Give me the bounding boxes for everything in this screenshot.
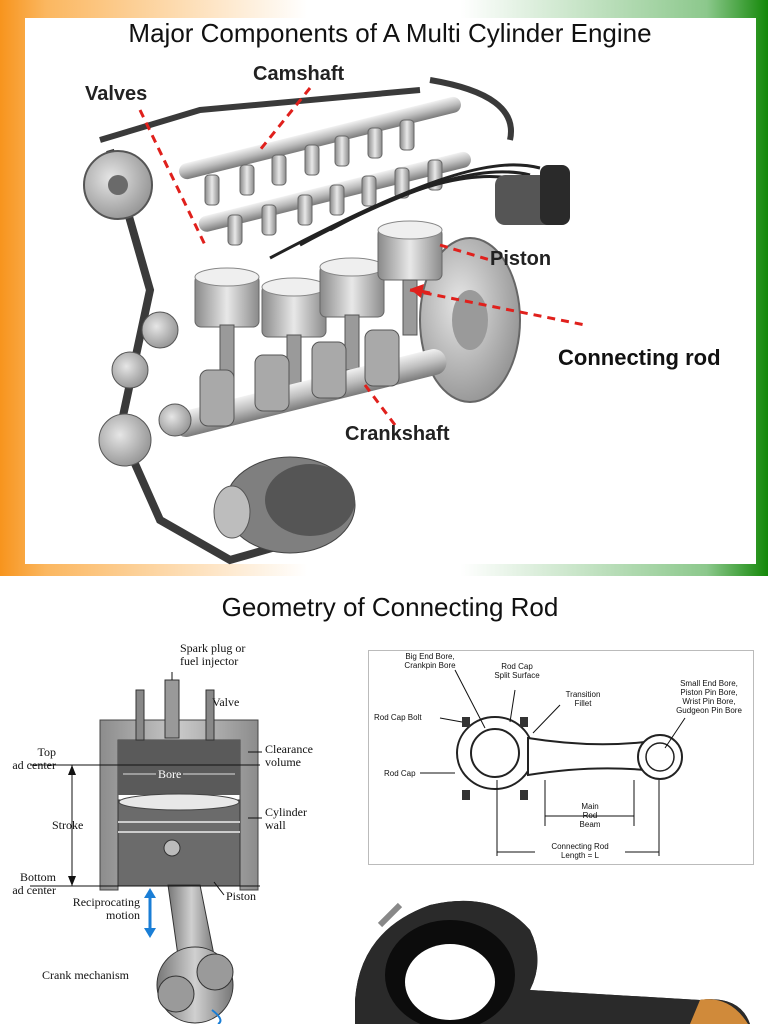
valve-springs: [204, 119, 443, 246]
label-main-rod-beam: Main Rod Beam: [579, 802, 601, 829]
label-reciprocating-motion: Reciprocating motion: [72, 895, 140, 922]
label-crank-mechanism: Crank mechanism: [42, 968, 129, 982]
slide-title: Major Components of A Multi Cylinder Eng…: [128, 18, 652, 48]
label-bottom-dead-center: Bottom ad center: [12, 870, 56, 897]
label-bore: Bore: [156, 767, 184, 781]
label-small-end-bore: Small End Bore, Piston Pin Bore, Wrist P…: [676, 679, 742, 715]
label-rod-length: Connecting Rod Length = L: [535, 842, 625, 860]
label-piston: Piston: [490, 248, 552, 270]
label-clearance-volume: Clearance volume: [265, 742, 313, 769]
label-valve: Valve: [212, 695, 240, 709]
label-camshaft: Camshaft: [253, 63, 345, 85]
label-stroke: Stroke: [52, 818, 84, 832]
label-cylinder-wall: Cylinder wall: [265, 805, 307, 832]
slide-engine-components: Major Components of A Multi Cylinder Eng…: [0, 0, 768, 576]
label-top-dead-center: Top ad center: [12, 745, 56, 772]
label-rod-cap-split: Rod Cap Split Surface: [494, 662, 540, 680]
label-valves: Valves: [85, 83, 148, 105]
slide-title: Geometry of Connecting Rod: [221, 592, 559, 622]
label-piston-cyl: Piston: [226, 889, 257, 903]
camshaft: [179, 96, 461, 180]
connecting-rods: [219, 279, 418, 391]
label-connecting-rod: Connecting rod: [558, 345, 721, 370]
label-big-end-bore: Big End Bore, Crankpin Bore: [404, 652, 456, 670]
engine-illustration: [83, 77, 586, 565]
label-spark-plug: Spark plug or fuel injector: [180, 641, 246, 668]
label-crankshaft: Crankshaft: [345, 423, 450, 445]
leader-lines: [138, 87, 586, 426]
label-rod-cap: Rod Cap: [384, 769, 416, 778]
timing-belt: [106, 148, 302, 565]
label-rod-cap-bolt: Rod Cap Bolt: [374, 713, 422, 722]
label-transition-fillet: Transition Fillet: [565, 690, 601, 708]
